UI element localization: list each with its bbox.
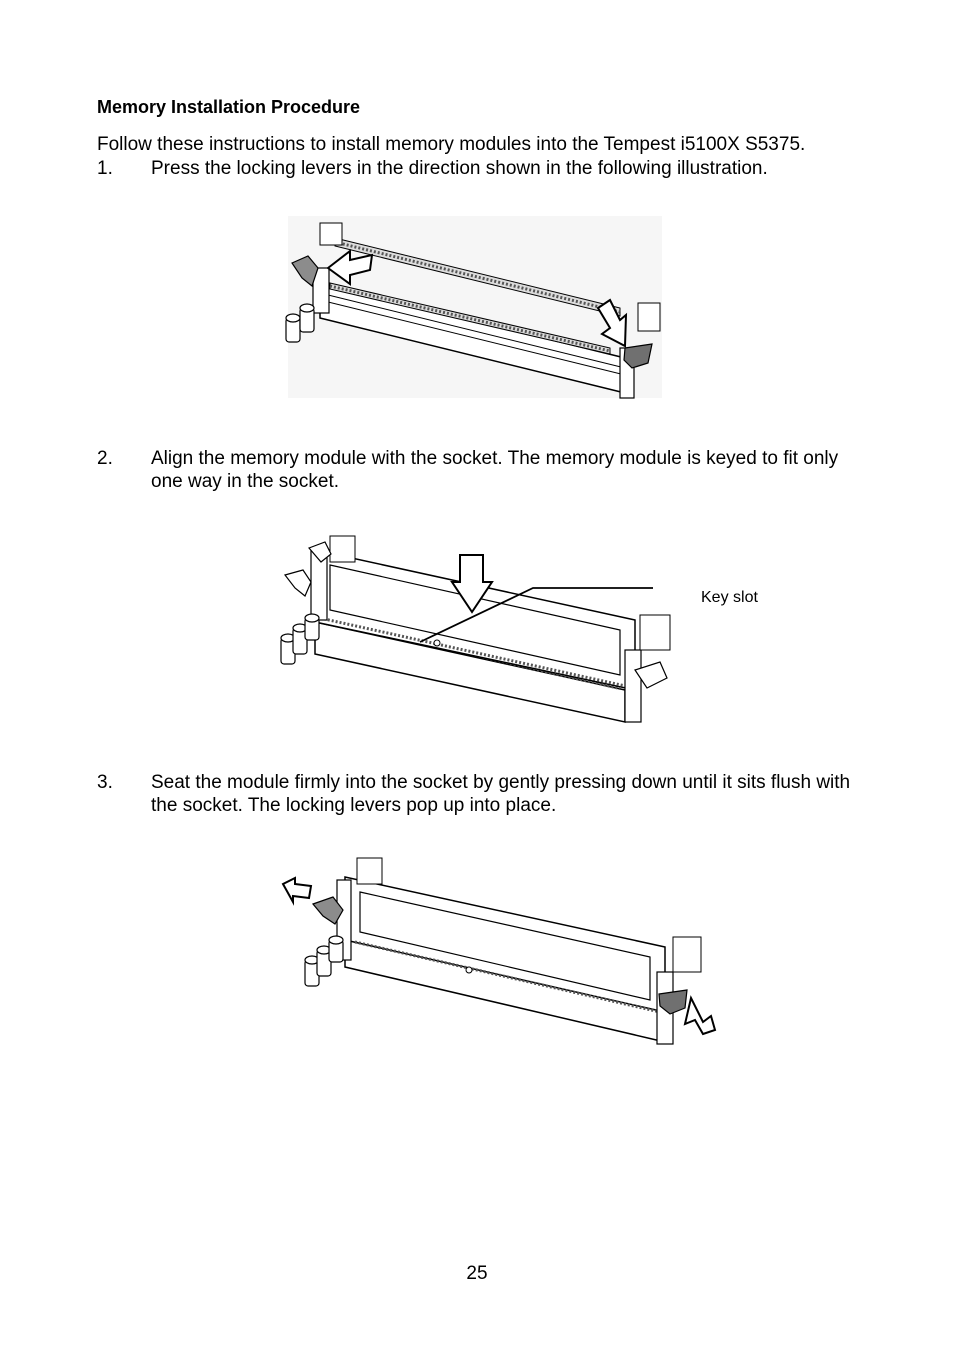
step-3-number: 3. xyxy=(97,772,113,793)
key-slot-callout-label: Key slot xyxy=(701,589,758,606)
figure-1-unlock-levers-illustration xyxy=(285,216,662,399)
step-2-text: Align the memory module with the socket.… xyxy=(151,448,839,492)
intro-paragraph: Follow these instructions to install mem… xyxy=(97,134,806,155)
section-heading: Memory Installation Procedure xyxy=(97,97,361,117)
step-2-number: 2. xyxy=(97,448,113,469)
step-3-text: Seat the module firmly into the socket b… xyxy=(151,772,851,816)
figure-3-seat-module-illustration xyxy=(281,857,717,1045)
step-1-number: 1. xyxy=(97,158,113,179)
page-number: 25 xyxy=(466,1263,488,1284)
figure-2-align-module-illustration xyxy=(280,535,671,723)
step-1-text: Press the locking levers in the directio… xyxy=(151,158,768,179)
